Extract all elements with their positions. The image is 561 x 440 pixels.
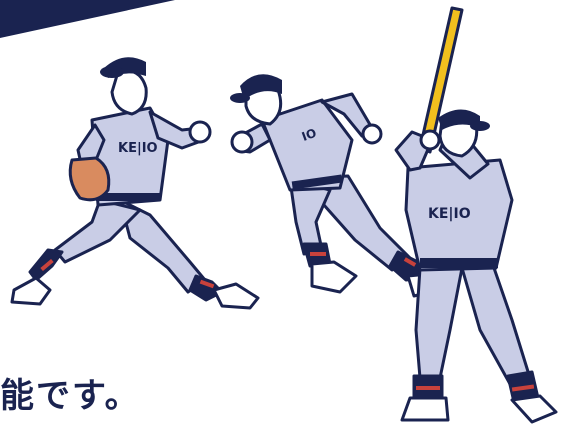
pitcher-figure: KE|IO — [10, 57, 260, 310]
corner-banner — [0, 0, 175, 38]
batter-jersey-text: KE|IO — [428, 206, 471, 222]
caption-text: 能です。 — [0, 376, 141, 416]
batter-figure: KE|IO — [394, 6, 558, 424]
pitcher-jersey-text: KE|IO — [118, 141, 158, 156]
runner-jersey-text: IO — [300, 126, 319, 144]
